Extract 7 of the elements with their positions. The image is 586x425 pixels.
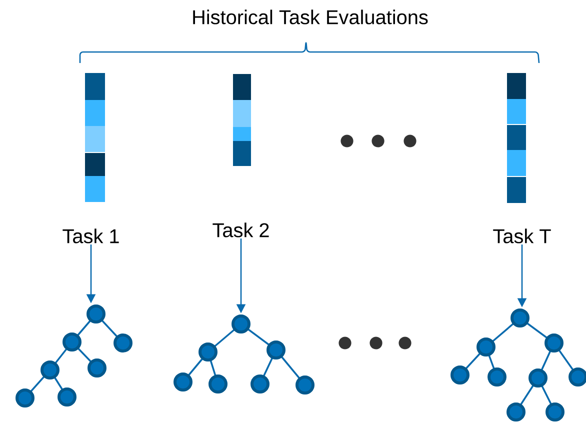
title: Historical Task Evaluations [193,10,428,24]
task-label: Task T [493,228,551,244]
task-label: Task 1 [62,228,119,244]
tree-drawing [450,308,586,422]
tree-drawing [16,304,132,408]
tree-drawing [174,314,314,394]
task-label: Task 2 [212,222,269,238]
